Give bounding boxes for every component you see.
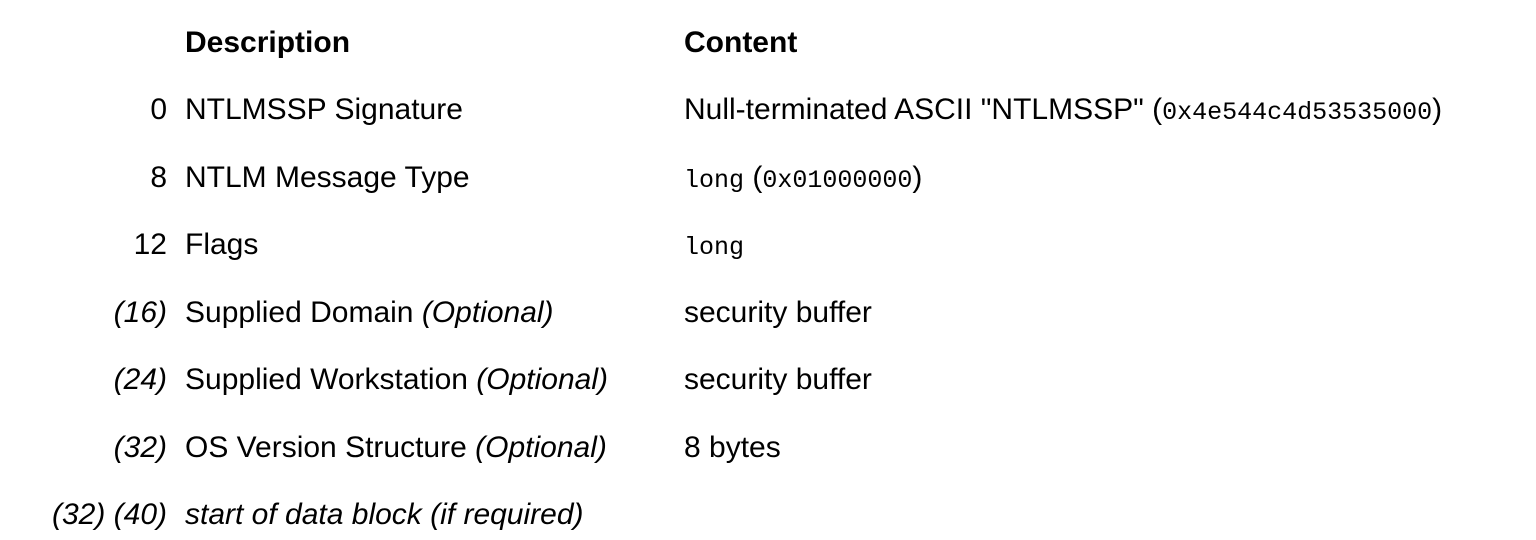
content-code-text: 0x4e544c4d53535000: [1162, 98, 1433, 128]
description-cell: OS Version Structure (Optional): [185, 431, 666, 465]
offset-cell: (24): [0, 363, 167, 397]
description-text: (Optional): [421, 295, 554, 329]
offset-cell: (16): [0, 296, 167, 330]
content-cell: Null-terminated ASCII "NTLMSSP" (0x4e544…: [684, 93, 1536, 127]
content-cell: security buffer: [684, 296, 1536, 330]
description-cell: start of data block (if required): [185, 498, 666, 532]
content-cell: long: [684, 228, 1536, 262]
content-text: security buffer: [684, 295, 872, 329]
description-text: (Optional): [475, 430, 607, 464]
offset-value: 8: [150, 160, 167, 194]
description-cell: Flags: [185, 228, 666, 262]
description-cell: NTLM Message Type: [185, 161, 666, 195]
content-code-text: 0x01000000: [762, 165, 913, 195]
content-cell: 8 bytes: [684, 431, 1536, 465]
description-text: OS Version Structure: [185, 430, 476, 464]
offset-cell: 8: [0, 161, 167, 195]
content-column-header: Content: [684, 25, 798, 59]
offset-value: (24): [113, 363, 167, 397]
description-cell: NTLMSSP Signature: [185, 93, 666, 127]
description-cell: Supplied Workstation (Optional): [185, 363, 666, 397]
offset-value: (32): [113, 430, 167, 464]
offset-cell: (32) (40): [0, 498, 167, 532]
description-text: Supplied Workstation: [185, 363, 477, 397]
description-text: Supplied Domain: [185, 295, 422, 329]
description-text: (Optional): [476, 363, 608, 397]
content-text: ): [1432, 93, 1443, 127]
description-column-header: Description: [185, 25, 351, 59]
content-text: (: [744, 160, 763, 194]
description-text: Flags: [185, 228, 259, 262]
content-text: security buffer: [684, 363, 872, 397]
offset-value: (32) (40): [51, 498, 167, 532]
offset-value: (16): [113, 295, 167, 329]
content-code-text: long: [684, 165, 745, 195]
offset-value: 0: [150, 93, 167, 127]
content-code-text: long: [684, 233, 745, 263]
content-text: 8 bytes: [684, 430, 781, 464]
offset-cell: (32): [0, 431, 167, 465]
description-text: NTLM Message Type: [185, 160, 470, 194]
content-text: ): [912, 160, 923, 194]
offset-cell: 12: [0, 228, 167, 262]
description-text: NTLMSSP Signature: [185, 93, 463, 127]
description-cell: Supplied Domain (Optional): [185, 296, 666, 330]
offset-value: 12: [133, 228, 167, 262]
content-text: Null-terminated ASCII "NTLMSSP" (: [684, 93, 1163, 127]
content-cell: long (0x01000000): [684, 161, 1536, 195]
offset-cell: 0: [0, 93, 167, 127]
description-text: start of data block (if required): [185, 498, 584, 532]
content-cell: security buffer: [684, 363, 1536, 397]
